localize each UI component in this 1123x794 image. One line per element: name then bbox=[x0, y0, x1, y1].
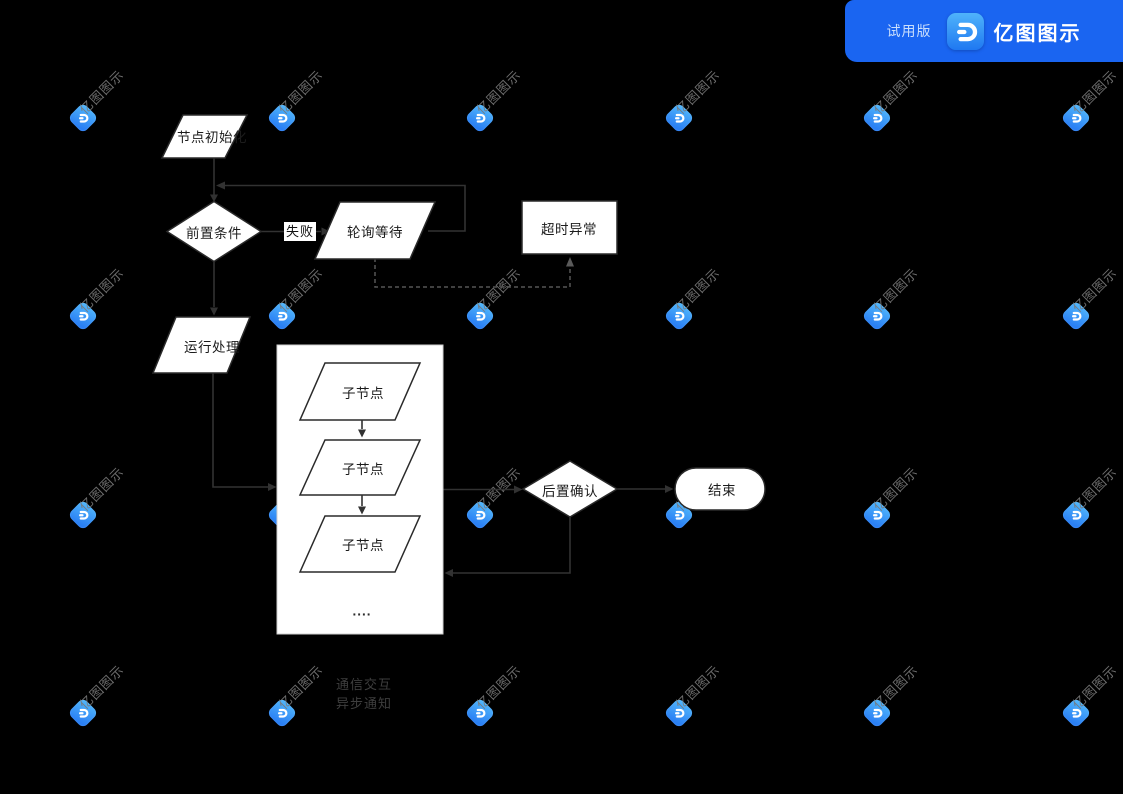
edge-label-fail: 失败 bbox=[284, 222, 317, 241]
edraw-watermark-icon bbox=[67, 499, 99, 531]
arrowhead bbox=[514, 485, 523, 494]
brand-name: 亿图图示 bbox=[993, 22, 1082, 45]
arrowhead bbox=[358, 506, 366, 515]
arrowhead bbox=[444, 569, 453, 577]
node-label-timeout: 超时异常 bbox=[541, 222, 597, 237]
edraw-logo-icon bbox=[946, 12, 984, 50]
edraw-watermark-icon bbox=[266, 697, 298, 729]
arrowhead bbox=[216, 181, 225, 190]
arrowhead bbox=[321, 227, 330, 236]
arrowhead-dashed bbox=[566, 257, 574, 267]
trial-badge[interactable]: 试用版 亿图图示 bbox=[845, 0, 1123, 62]
connector-polling-timeout-dashed bbox=[374, 258, 571, 288]
node-label-child2: 子节点 bbox=[342, 462, 384, 477]
edraw-watermark-icon bbox=[464, 697, 496, 729]
node-precondition-diamond bbox=[165, 200, 263, 263]
edraw-watermark-icon bbox=[1060, 300, 1092, 332]
arrowhead bbox=[210, 307, 218, 316]
arrowhead bbox=[210, 194, 218, 202]
edraw-watermark-icon bbox=[464, 102, 496, 134]
node-init-parallelogram bbox=[160, 114, 249, 159]
edraw-watermark-icon bbox=[464, 499, 496, 531]
node-run-parallelogram bbox=[151, 316, 252, 374]
edraw-watermark-icon bbox=[663, 102, 695, 134]
edraw-watermark-icon bbox=[266, 102, 298, 134]
node-label-child3: 子节点 bbox=[342, 538, 384, 553]
connector-run-container bbox=[212, 373, 268, 488]
node-label-precondition: 前置条件 bbox=[186, 226, 242, 241]
arrowhead bbox=[268, 483, 277, 491]
node-child2-parallelogram bbox=[298, 439, 422, 496]
trial-label: 试用版 bbox=[886, 23, 932, 39]
node-label-child1: 子节点 bbox=[342, 386, 384, 401]
node-label-polling: 轮询等待 bbox=[347, 225, 403, 240]
edraw-watermark-icon bbox=[1060, 697, 1092, 729]
edraw-watermark-icon bbox=[663, 697, 695, 729]
node-label-end: 结束 bbox=[708, 483, 736, 498]
edraw-watermark-icon bbox=[861, 300, 893, 332]
arrowhead bbox=[358, 429, 366, 438]
node-label-init: 节点初始化 bbox=[177, 130, 247, 145]
edraw-watermark-icon bbox=[464, 300, 496, 332]
connector-postconfirm-container bbox=[453, 517, 571, 574]
edraw-watermark-icon bbox=[1060, 102, 1092, 134]
edraw-watermark-icon bbox=[67, 300, 99, 332]
node-polling-parallelogram bbox=[313, 201, 437, 260]
node-end-terminator bbox=[674, 467, 766, 511]
edraw-watermark-icon bbox=[861, 102, 893, 134]
edraw-watermark-icon bbox=[266, 300, 298, 332]
edraw-watermark-icon bbox=[1060, 499, 1092, 531]
edraw-watermark-icon bbox=[67, 697, 99, 729]
node-child3-parallelogram bbox=[298, 515, 422, 573]
node-label-postconfirm: 后置确认 bbox=[542, 484, 598, 499]
arrowhead bbox=[665, 485, 674, 493]
child-ellipsis: .... bbox=[352, 603, 372, 619]
node-child1-parallelogram bbox=[298, 362, 422, 421]
edraw-watermark-icon bbox=[663, 499, 695, 531]
note-async: 异步通知 bbox=[336, 696, 393, 711]
edraw-watermark-icon bbox=[663, 300, 695, 332]
node-label-run: 运行处理 bbox=[184, 340, 240, 355]
connector-polling-loopback bbox=[225, 184, 466, 232]
edraw-watermark-icon bbox=[67, 102, 99, 134]
node-timeout-rectangle bbox=[521, 200, 618, 255]
node-postconfirm-diamond bbox=[521, 460, 619, 518]
edraw-watermark-icon bbox=[861, 499, 893, 531]
edraw-watermark-icon bbox=[861, 697, 893, 729]
note-communication: 通信交互 bbox=[336, 677, 393, 692]
